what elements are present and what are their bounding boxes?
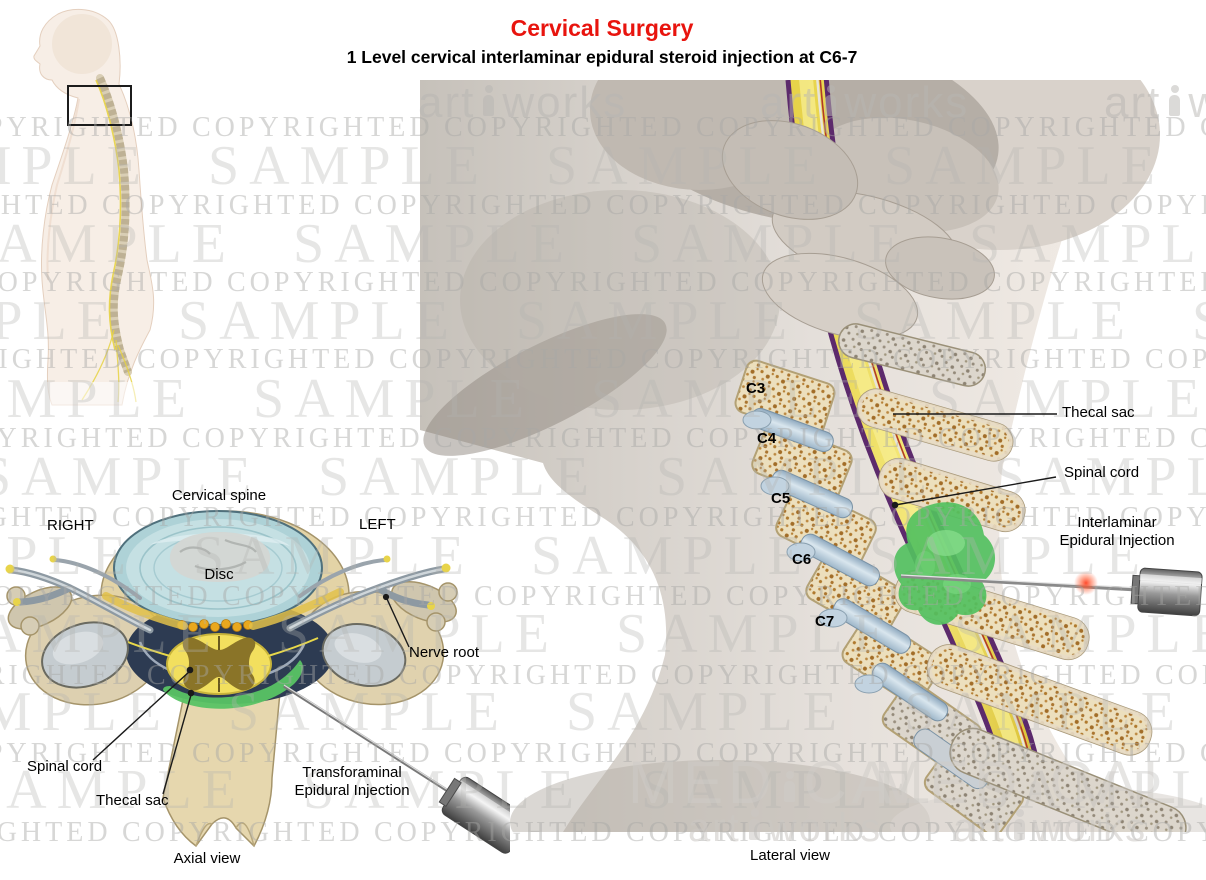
label-spinal-cord-lateral: Spinal cord <box>1064 464 1140 481</box>
label-c5: C5 <box>771 490 791 507</box>
transforaminal-needle <box>283 684 510 854</box>
lateral-caption: Lateral view <box>749 847 831 864</box>
disc-structure <box>113 510 323 626</box>
axial-view-illustration <box>5 510 510 854</box>
interlaminar-line2: Epidural Injection <box>1059 532 1175 549</box>
uncinate-processes <box>742 410 884 694</box>
spinal-cord-axial <box>166 633 272 695</box>
body-overview-figure <box>10 9 200 406</box>
label-thecal-sac-axial: Thecal sac <box>96 792 169 809</box>
overview-spine <box>81 74 137 403</box>
page-title: Cervical Surgery <box>510 15 694 41</box>
label-c7: C7 <box>815 613 835 630</box>
epidural-space-green <box>163 660 303 709</box>
label-nerve-root: Nerve root <box>409 644 480 661</box>
nucleus-pulposus <box>169 532 271 582</box>
label-spinal-cord-axial: Spinal cord <box>27 758 103 775</box>
lateral-view-illustration <box>420 80 1206 832</box>
axial-caption: Axial view <box>173 850 241 867</box>
axial-heading: Cervical spine <box>171 487 267 504</box>
label-thecal-sac-lateral: Thecal sac <box>1062 404 1135 421</box>
axial-side-right: RIGHT <box>47 517 94 534</box>
axial-side-left: LEFT <box>359 516 396 533</box>
nerve-roots <box>5 555 451 634</box>
transforaminal-line1: Transforaminal <box>302 764 402 781</box>
label-c4: C4 <box>757 430 777 447</box>
interlaminar-line1: Interlaminar <box>1077 514 1157 531</box>
transforaminal-line2: Epidural Injection <box>294 782 410 799</box>
label-disc: Disc <box>204 566 234 583</box>
interlaminar-needle <box>900 567 1203 617</box>
label-transforaminal-injection: Transforaminal Epidural Injection <box>294 764 409 800</box>
needle-glow <box>1074 571 1098 595</box>
cervical-region-box <box>67 85 132 126</box>
label-c3: C3 <box>746 380 766 397</box>
label-c6: C6 <box>792 551 812 568</box>
label-interlaminar-injection: Interlaminar Epidural Injection <box>1059 514 1174 550</box>
upper-cervical-bones <box>721 120 995 340</box>
epidural-steroid-spread <box>893 502 996 625</box>
page-subtitle: 1 Level cervical interlaminar epidural s… <box>346 47 858 67</box>
